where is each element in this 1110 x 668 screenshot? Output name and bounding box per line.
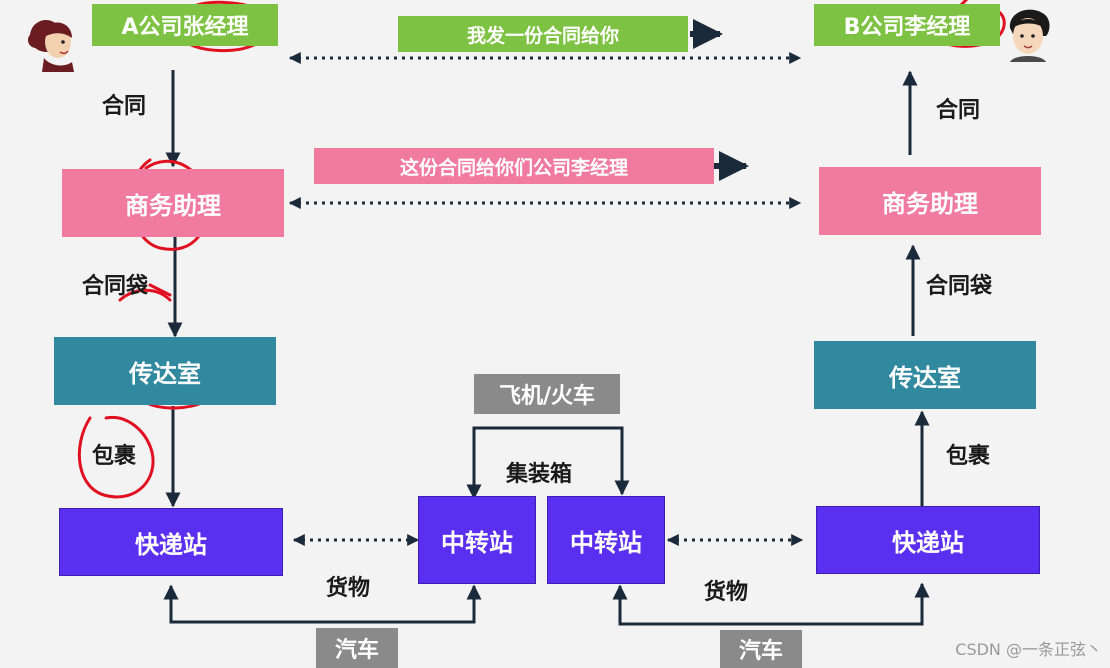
edge-label-left-contract: 合同 [102,94,147,119]
left-mailroom-label: 传达室 [129,359,201,388]
red-annotations [77,0,1006,578]
right-transfer-label: 中转站 [570,528,642,557]
left-courier-label: 快递站 [135,530,207,559]
right-business-assistant: 商务助理 [819,167,1041,235]
car-left-label: 汽车 [334,638,379,663]
csdn-watermark: CSDN @一条正弦丶 [955,640,1102,659]
right-assistant-label: 商务助理 [882,189,978,218]
air-rail-transport: 飞机/火车 [474,374,620,414]
edge-label-right-contract: 合同 [936,98,981,123]
b-company-manager: B公司李经理 [814,4,1000,46]
edge-label-left-goods: 货物 [326,576,371,601]
car-transport-right: 汽车 [720,630,802,668]
left-courier-station: 快递站 [59,508,283,576]
car-right-label: 汽车 [738,639,783,664]
edge-label-right-envelope: 合同袋 [926,274,993,299]
air-rail-label: 飞机/火车 [498,384,596,409]
a-company-manager: A公司张经理 [92,4,278,46]
right-courier-station: 快递站 [816,506,1040,574]
a-manager-label: A公司张经理 [121,15,249,40]
b-manager-label: B公司李经理 [843,15,971,40]
edge-label-right-goods: 货物 [704,580,749,605]
right-mailroom-label: 传达室 [889,363,961,392]
left-transfer-label: 中转站 [441,528,513,557]
left-transfer-station: 中转站 [418,496,536,584]
right-transfer-station: 中转站 [547,496,665,584]
left-assistant-label: 商务助理 [125,191,221,220]
man-avatar-icon [1009,9,1050,62]
edge-label-left-parcel: 包裹 [92,444,137,469]
right-courier-label: 快递站 [892,528,964,557]
car-transport-left: 汽车 [316,628,398,668]
woman-avatar-icon [28,20,74,72]
edge-label-container: 集装箱 [506,462,573,487]
message-middle-label: 这份合同给你们公司李经理 [399,156,628,179]
edge-label-right-parcel: 包裹 [946,444,991,469]
right-mailroom: 传达室 [814,341,1036,409]
message-top-label: 我发一份合同给你 [466,24,619,47]
car-route-left [163,584,482,624]
left-business-assistant: 商务助理 [62,169,284,237]
message-middle: 这份合同给你们公司李经理 [314,148,714,184]
message-top: 我发一份合同给你 [398,16,688,52]
car-route-right [612,582,930,626]
left-mailroom: 传达室 [54,337,276,405]
edge-label-left-envelope: 合同袋 [82,274,149,299]
